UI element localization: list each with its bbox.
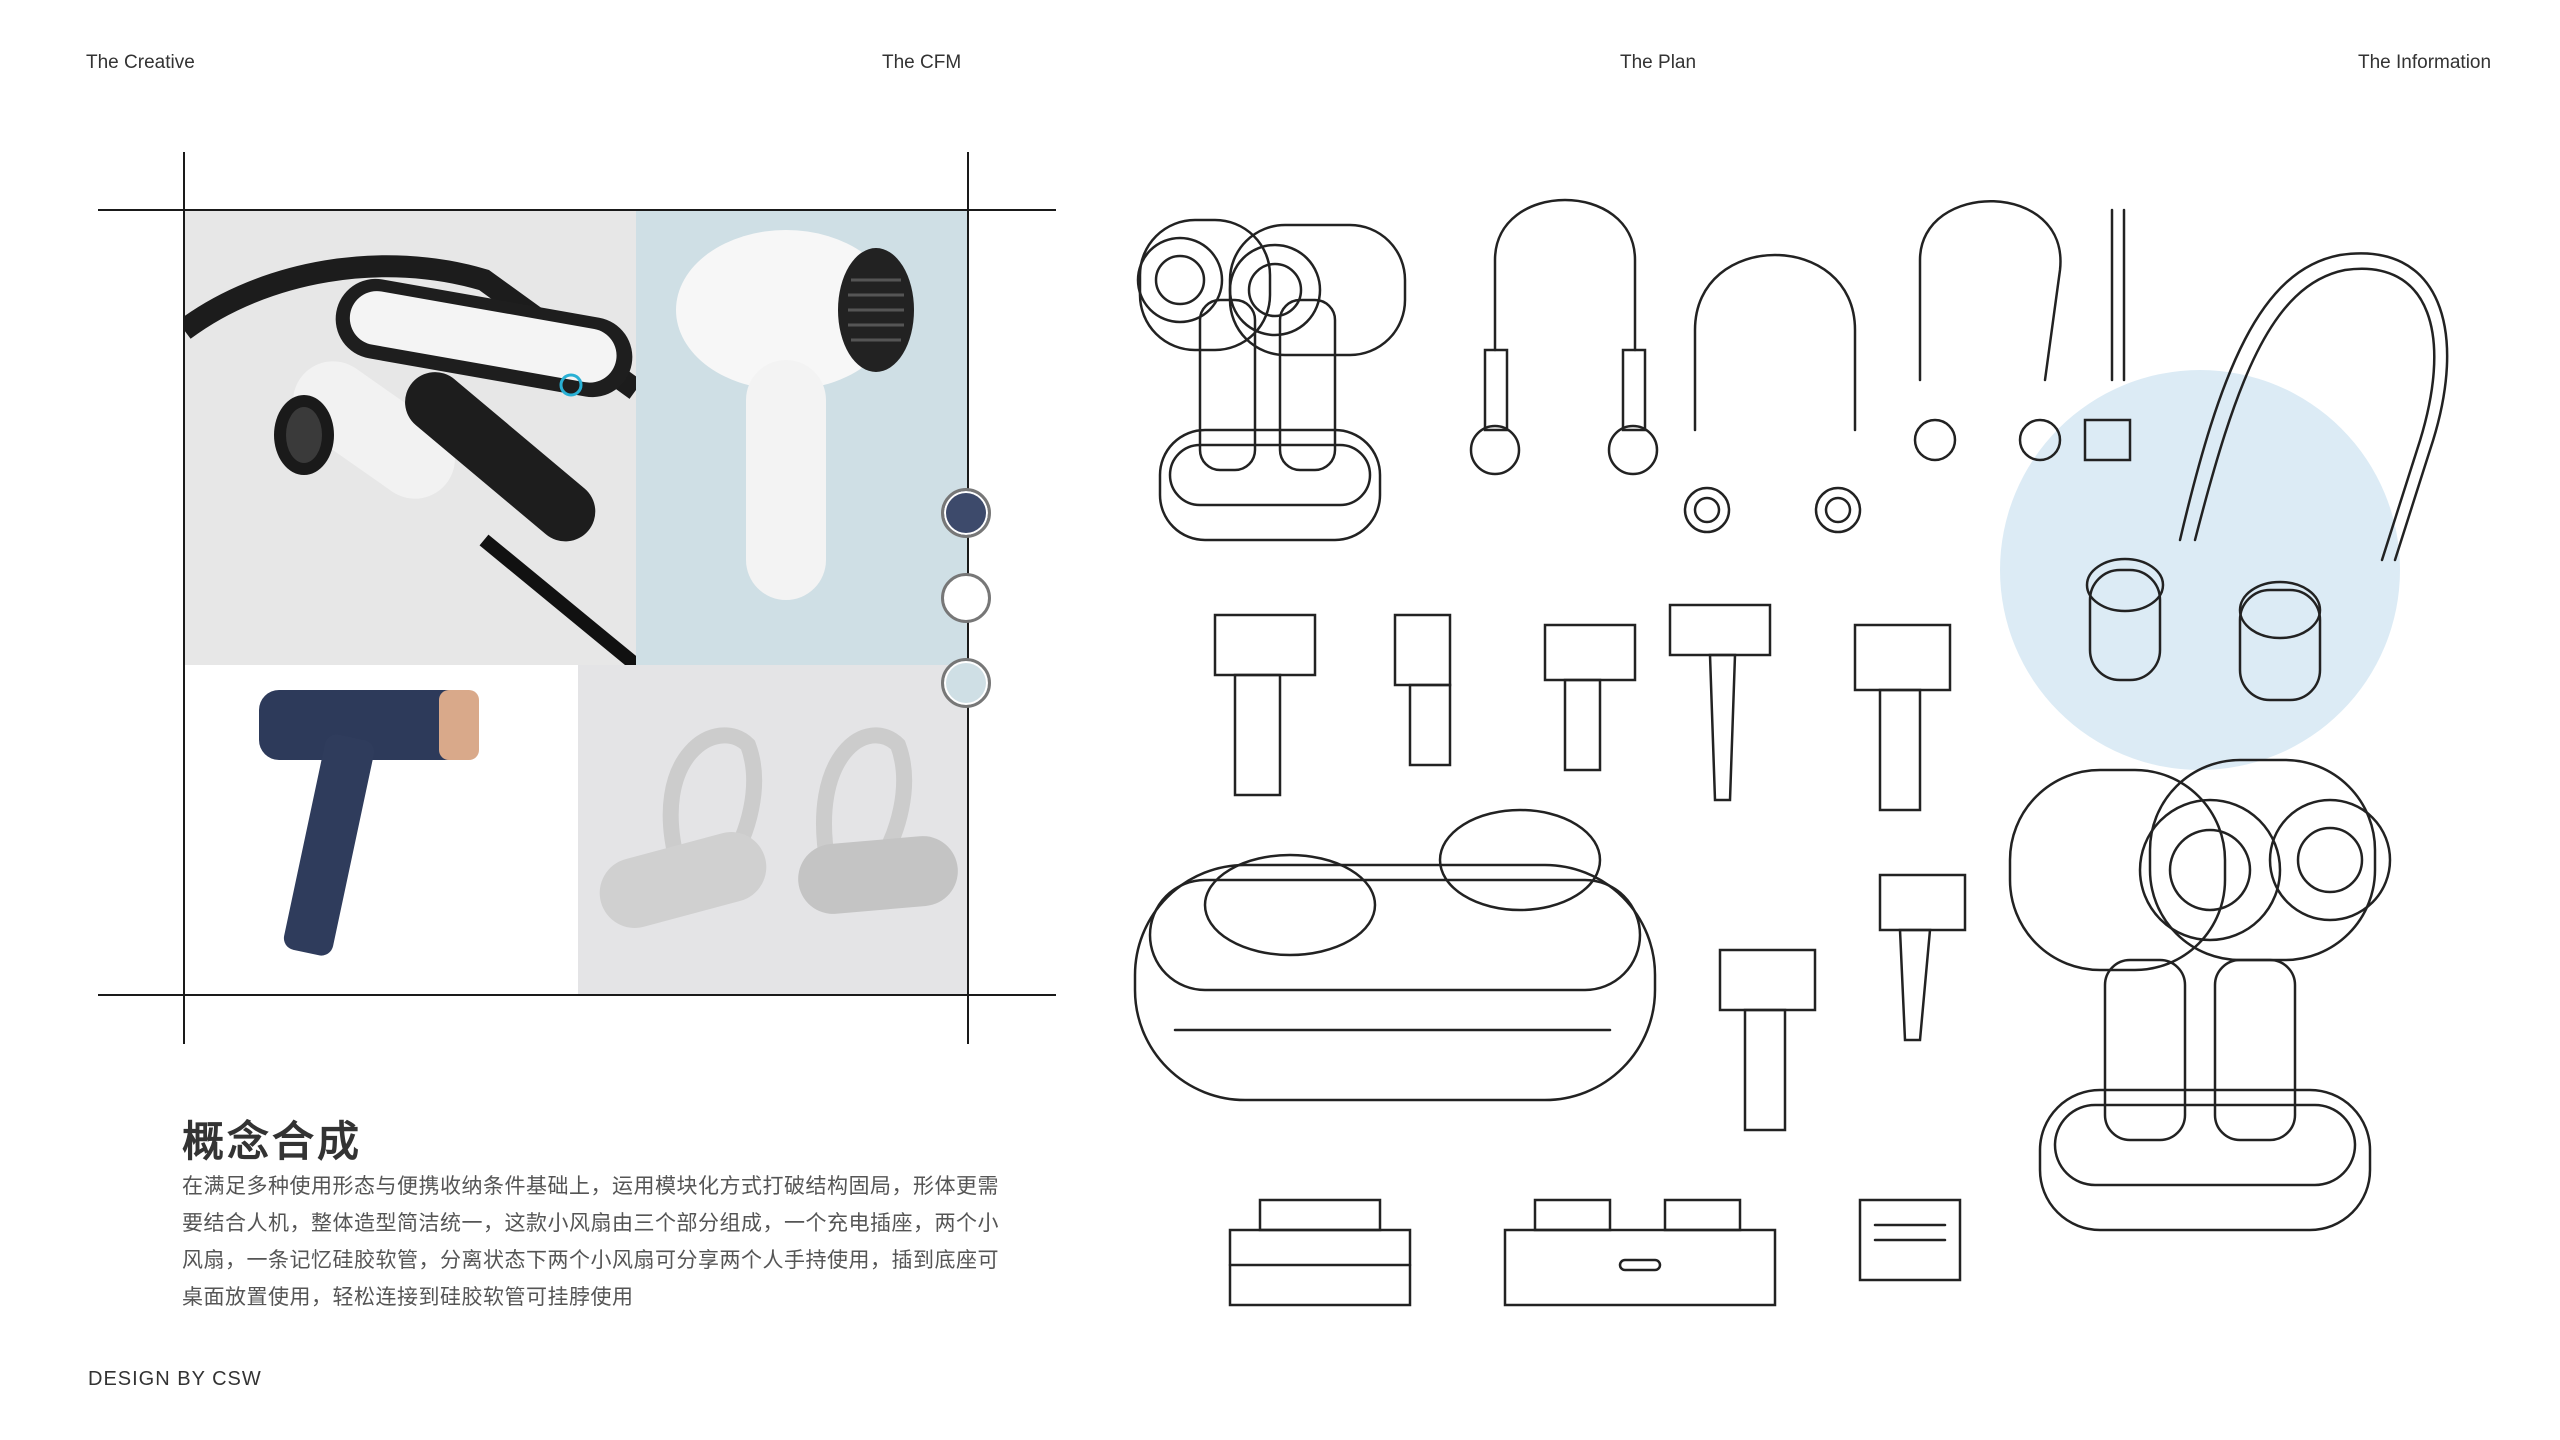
frame-top	[98, 209, 1056, 211]
section-title: 概念合成	[182, 1118, 363, 1165]
sketch-hose-fans-large	[2085, 252, 2449, 702]
sketch-base-large	[1133, 808, 1657, 1102]
swatch-white	[941, 573, 991, 623]
sketch-parts-row	[1213, 603, 1952, 812]
white-dryer-photo	[636, 210, 968, 665]
sketch-docked-fans-large	[2008, 758, 2392, 1232]
neckband-photo	[184, 210, 636, 665]
sketch-bottom-views	[1228, 1198, 1962, 1307]
sketch-docked-fans-small	[1136, 218, 1407, 542]
footer-credit: DESIGN BY CSW	[88, 1368, 262, 1390]
swatch-navy	[941, 488, 991, 538]
sketch-probe	[2083, 208, 2132, 462]
frame-bottom	[98, 994, 1056, 996]
sketch-hose-3	[1913, 200, 2062, 462]
swatch-lightblue	[941, 658, 991, 708]
nav-information[interactable]: The Information	[2358, 52, 2492, 73]
sketch-hose-1	[1469, 198, 1659, 476]
nav-plan[interactable]: The Plan	[1620, 52, 1697, 73]
section-description: 在满足多种使用形态与便携收纳条件基础上，运用模块化方式打破结构固局，形体更需要结…	[182, 1175, 999, 1309]
sketch-hose-2	[1683, 253, 1862, 534]
frame-left	[183, 152, 185, 1044]
blue-dryer-photo	[184, 665, 578, 995]
sketch-parts-side	[1718, 873, 1967, 1132]
earbuds-photo	[578, 665, 968, 995]
nav-cfm[interactable]: The CFM	[882, 52, 962, 73]
highlight-glow	[2000, 370, 2400, 770]
nav-creative[interactable]: The Creative	[86, 52, 195, 73]
